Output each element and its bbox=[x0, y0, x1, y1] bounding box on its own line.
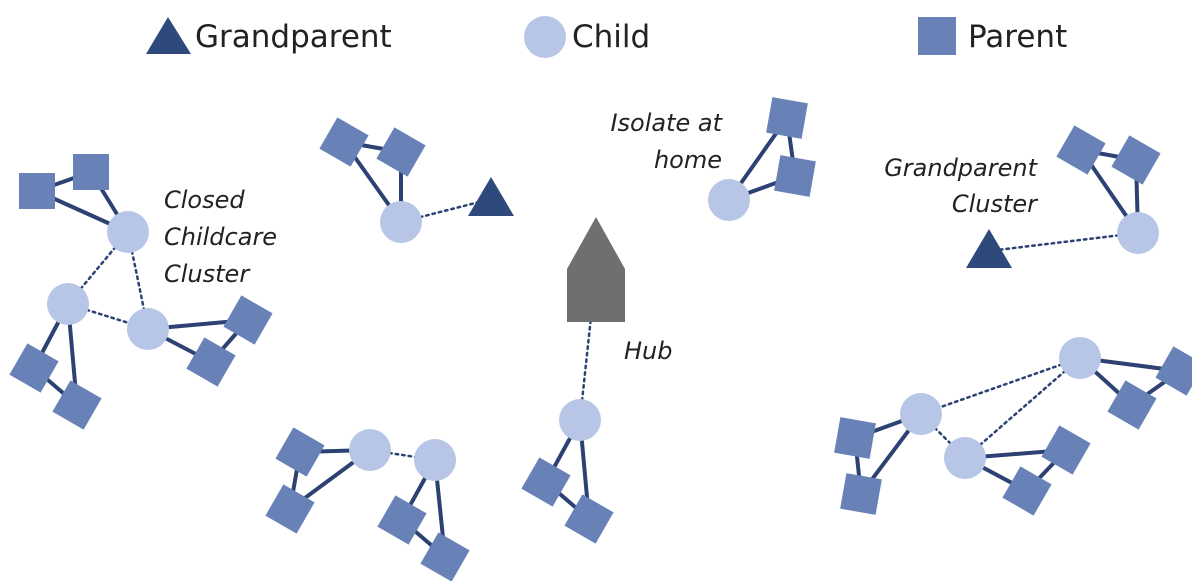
grandparent-cluster-label-line1: Grandparent bbox=[884, 154, 1038, 182]
contact-edge-G1-G2 bbox=[919, 356, 1082, 416]
contact-edge-D3-D4 bbox=[987, 231, 1140, 253]
parent-node-E1 bbox=[275, 427, 325, 477]
parent-node-D2 bbox=[1111, 135, 1161, 185]
parent-node-A7 bbox=[52, 380, 102, 430]
parent-node-E6 bbox=[420, 532, 470, 581]
closed-childcare-cluster-label-line2: Childcare bbox=[164, 223, 277, 251]
parent-node-A1 bbox=[19, 173, 55, 209]
parent-node-A8 bbox=[223, 295, 273, 345]
grandparent-cluster-label-line2: Cluster bbox=[952, 190, 1039, 218]
isolate-at-home-label-line2: home bbox=[654, 146, 722, 174]
hub-house-icon bbox=[567, 217, 625, 322]
grandparent-node-B4 bbox=[468, 177, 514, 216]
legend: Grandparent Child Parent bbox=[146, 16, 1067, 58]
child-node-B3 bbox=[380, 201, 422, 243]
child-node-G3 bbox=[944, 437, 986, 479]
child-node-A3 bbox=[107, 211, 149, 253]
parent-node-F2 bbox=[521, 457, 571, 507]
parent-node-B1 bbox=[319, 117, 369, 167]
child-node-A4 bbox=[47, 283, 89, 325]
parent-node-D1 bbox=[1056, 125, 1106, 175]
annotations: Closed Childcare Cluster Isolate at home… bbox=[164, 109, 1039, 365]
child-node-G2 bbox=[900, 393, 942, 435]
parent-node-E2 bbox=[265, 484, 315, 534]
child-node-D3 bbox=[1117, 212, 1159, 254]
parent-node-G9 bbox=[1002, 466, 1052, 516]
parent-node-C1 bbox=[766, 97, 808, 139]
hub-label: Hub bbox=[624, 337, 673, 365]
child-node-G1 bbox=[1059, 337, 1101, 379]
child-node-F1 bbox=[559, 399, 601, 441]
child-node-E3 bbox=[349, 429, 391, 471]
legend-parent-label: Parent bbox=[968, 19, 1067, 55]
parent-node-G4 bbox=[1155, 346, 1192, 396]
legend-grandparent-triangle-icon bbox=[146, 17, 191, 54]
parent-node-G8 bbox=[1041, 425, 1091, 475]
parent-node-G6 bbox=[834, 417, 876, 459]
grandparent-node-D4 bbox=[966, 229, 1012, 268]
nodes-layer bbox=[9, 97, 1192, 581]
legend-child-circle-icon bbox=[524, 16, 566, 58]
legend-parent-square-icon bbox=[918, 17, 956, 55]
legend-grandparent-label: Grandparent bbox=[195, 19, 392, 55]
child-node-A5 bbox=[127, 308, 169, 350]
parent-node-F3 bbox=[564, 494, 614, 544]
contact-edge-G1-G3 bbox=[963, 356, 1082, 460]
parent-node-G7 bbox=[840, 473, 882, 515]
legend-child-label: Child bbox=[572, 19, 650, 55]
closed-childcare-cluster-label-line1: Closed bbox=[164, 186, 245, 214]
parent-node-E5 bbox=[377, 495, 427, 545]
parent-node-G5 bbox=[1107, 380, 1157, 430]
parent-node-C2 bbox=[774, 155, 816, 197]
child-node-C3 bbox=[708, 179, 750, 221]
parent-node-A9 bbox=[186, 337, 236, 387]
parent-node-A2 bbox=[73, 154, 109, 190]
parent-node-B2 bbox=[376, 127, 426, 177]
closed-childcare-cluster-label-line3: Cluster bbox=[164, 260, 251, 288]
child-node-E4 bbox=[414, 439, 456, 481]
parent-node-A6 bbox=[9, 343, 59, 393]
isolate-at-home-label-line1: Isolate at bbox=[610, 109, 723, 137]
